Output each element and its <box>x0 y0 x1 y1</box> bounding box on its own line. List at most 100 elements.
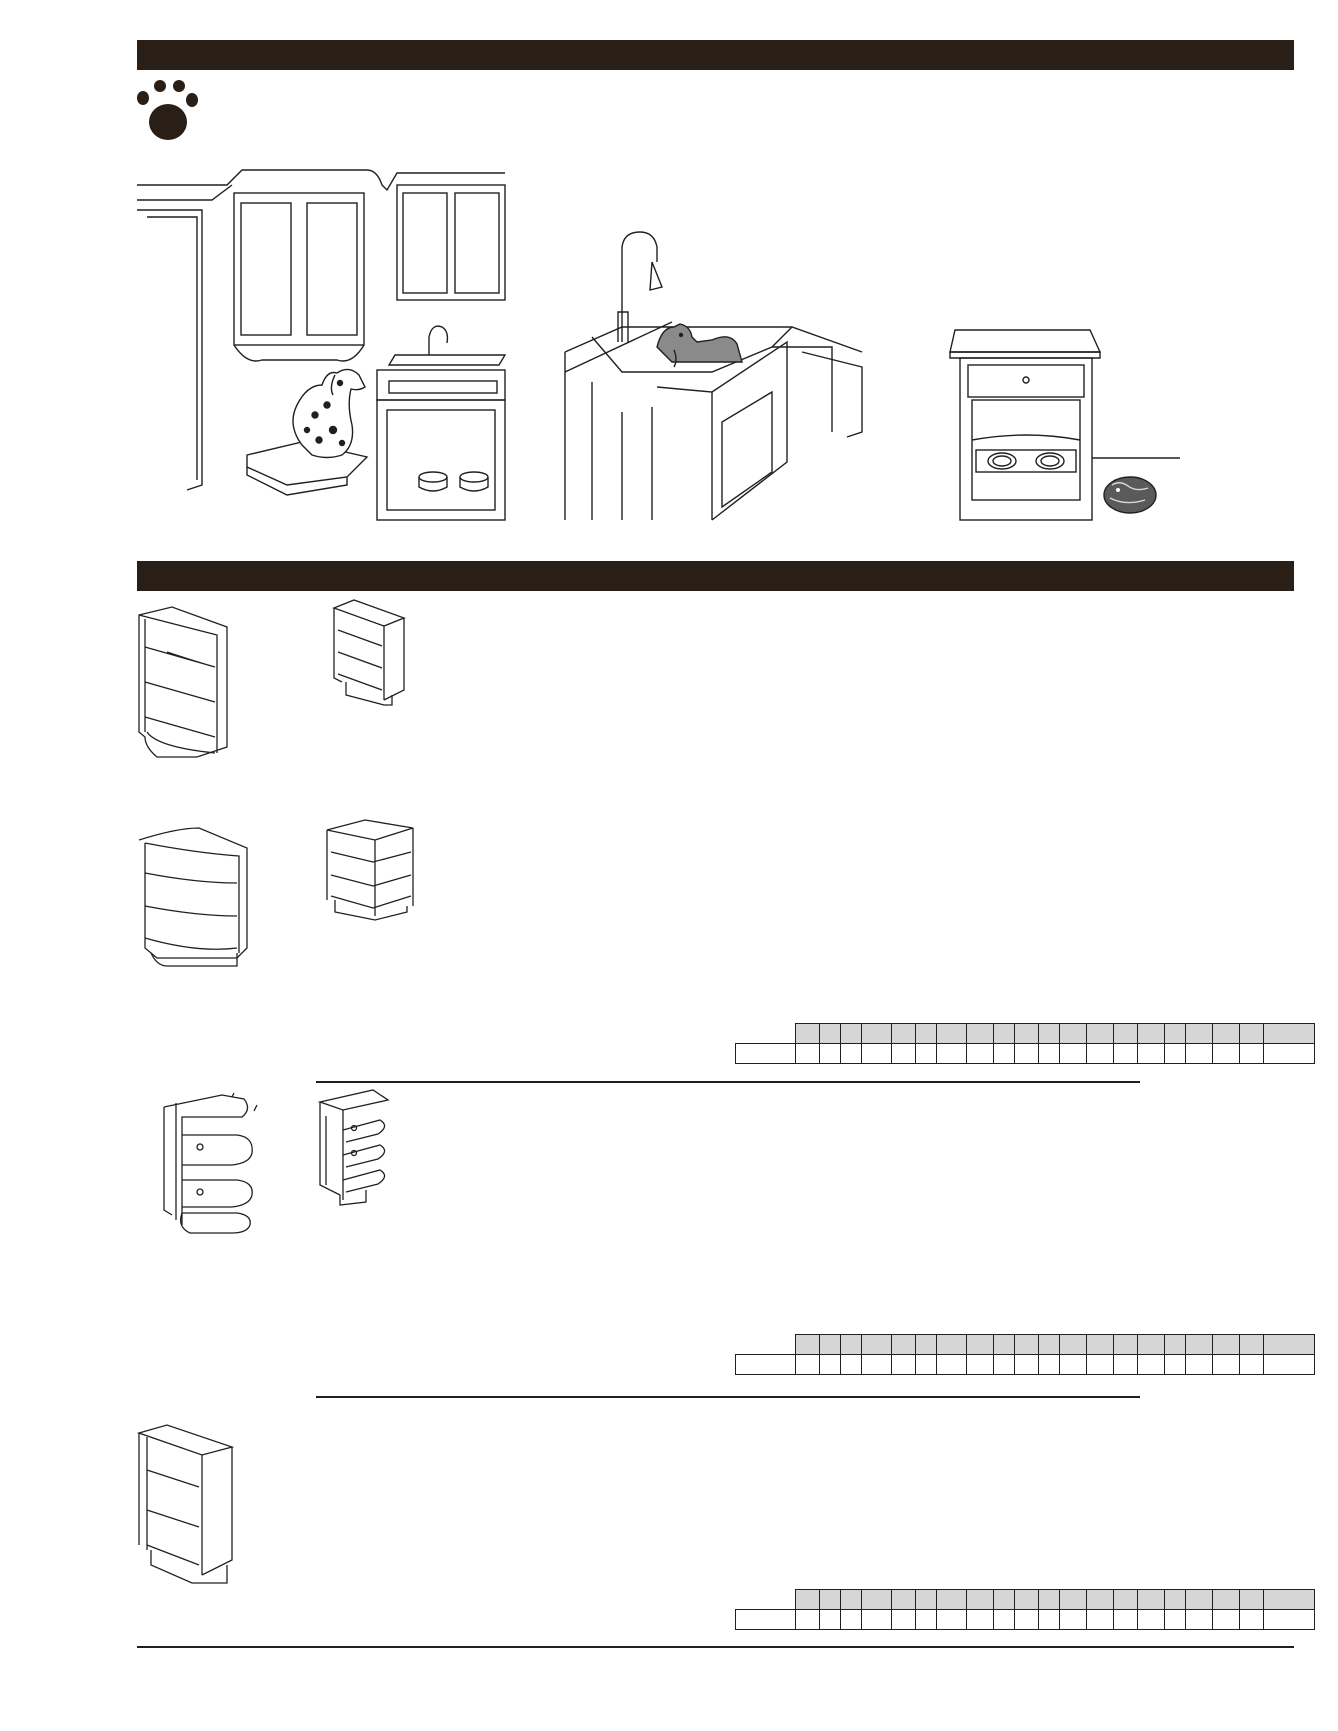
table-value-cell <box>891 1609 916 1630</box>
paw-icon <box>137 80 198 140</box>
table-header-cell <box>1263 1023 1315 1044</box>
corner-shelf-cabinet-1 <box>138 827 248 967</box>
table-header-cell <box>1185 1023 1213 1044</box>
table-header-cell <box>795 1589 820 1610</box>
table-header-cell <box>966 1023 994 1044</box>
open-shelf-base-cabinet <box>136 1424 235 1584</box>
table-header-cell <box>915 1334 937 1355</box>
table-value-cell <box>1263 1609 1315 1630</box>
end-shelf-cabinet-1 <box>138 606 228 758</box>
table-header-cell <box>1137 1023 1165 1044</box>
sink-dog-wash-illustration <box>564 231 863 521</box>
table-value-cell <box>840 1354 862 1375</box>
table-value-cell <box>1038 1354 1060 1375</box>
table-header-cell <box>1059 1023 1087 1044</box>
table-value-cell <box>795 1354 820 1375</box>
table-value-cell <box>966 1609 994 1630</box>
table-header-cell <box>819 1023 841 1044</box>
table-header-cell <box>936 1023 967 1044</box>
table-header-cell <box>1038 1589 1060 1610</box>
table-header-cell <box>891 1023 916 1044</box>
table-header-cell <box>840 1589 862 1610</box>
middle-section-banner <box>137 561 1294 591</box>
table-header-cell <box>1086 1023 1114 1044</box>
table-value-cell <box>819 1354 841 1375</box>
table-value-cell <box>1164 1609 1186 1630</box>
table-header-cell <box>993 1334 1015 1355</box>
table-value-cell <box>1164 1043 1186 1064</box>
table-header-cell <box>1263 1589 1315 1610</box>
table-value-cell <box>915 1043 937 1064</box>
table-header-cell <box>1185 1589 1213 1610</box>
table-header-cell <box>966 1589 994 1610</box>
table-value-cell <box>1137 1043 1165 1064</box>
table-header-cell <box>1086 1589 1114 1610</box>
table-header-cell <box>936 1589 967 1610</box>
table-value-cell <box>993 1043 1015 1064</box>
table-value-cell <box>1059 1354 1087 1375</box>
table-header-cell <box>1212 1334 1240 1355</box>
section-divider-2 <box>316 1396 1140 1398</box>
table-header-cell <box>993 1589 1015 1610</box>
table-header-cell <box>1113 1589 1138 1610</box>
spec-table-2 <box>735 1334 1315 1375</box>
table-value-cell <box>795 1043 820 1064</box>
table-header-cell <box>915 1589 937 1610</box>
table-value-cell <box>1086 1043 1114 1064</box>
table-header-cell <box>1239 1589 1264 1610</box>
table-value-cell <box>1263 1354 1315 1375</box>
spec-table-1 <box>735 1023 1315 1064</box>
table-value-cell <box>1137 1354 1165 1375</box>
table-value-cell <box>1059 1043 1087 1064</box>
table-value-cell <box>735 1609 796 1630</box>
table-corner <box>736 1024 796 1044</box>
table-value-cell <box>861 1354 892 1375</box>
end-shelf-cabinet-2 <box>332 599 406 706</box>
table-value-cell <box>1263 1043 1315 1064</box>
table-header-cell <box>1137 1334 1165 1355</box>
table-header-cell <box>1185 1334 1213 1355</box>
table-value-cell <box>966 1043 994 1064</box>
table-header-cell <box>1113 1023 1138 1044</box>
table-value-cell <box>861 1043 892 1064</box>
table-value-cell <box>1059 1609 1087 1630</box>
table-value-cell <box>1185 1609 1213 1630</box>
table-header-cell <box>1038 1334 1060 1355</box>
table-header-cell <box>840 1023 862 1044</box>
table-value-cell <box>1212 1354 1240 1375</box>
table-value-cell <box>1185 1043 1213 1064</box>
table-value-cell <box>1113 1354 1138 1375</box>
table-header-cell <box>840 1334 862 1355</box>
table-value-cell <box>993 1354 1015 1375</box>
table-header-cell <box>1239 1334 1264 1355</box>
table-value-cell <box>1113 1609 1138 1630</box>
table-header-cell <box>993 1023 1015 1044</box>
table-header-cell <box>1014 1023 1039 1044</box>
table-header-cell <box>936 1334 967 1355</box>
round-end-shelf-cabinet-2 <box>317 1089 390 1206</box>
round-end-shelf-cabinet-1 <box>163 1092 258 1234</box>
table-value-cell <box>840 1609 862 1630</box>
table-value-cell <box>1239 1043 1264 1064</box>
table-value-cell <box>993 1609 1015 1630</box>
kitchen-dog-bed-illustration <box>137 169 507 521</box>
table-value-cell <box>915 1354 937 1375</box>
table-value-cell <box>1137 1609 1165 1630</box>
table-header-cell <box>861 1023 892 1044</box>
page-footer-rule <box>137 1646 1294 1648</box>
table-header-cell <box>1113 1334 1138 1355</box>
table-header-cell <box>1212 1589 1240 1610</box>
table-header-cell <box>1014 1334 1039 1355</box>
table-value-cell <box>1164 1354 1186 1375</box>
table-value-cell <box>1086 1354 1114 1375</box>
table-value-cell <box>915 1609 937 1630</box>
table-value-cell <box>1239 1609 1264 1630</box>
table-value-cell <box>936 1043 967 1064</box>
top-section-banner <box>137 40 1294 70</box>
dog-icon <box>292 368 366 459</box>
table-header-cell <box>1239 1023 1264 1044</box>
table-value-cell <box>891 1354 916 1375</box>
table-value-cell <box>1212 1043 1240 1064</box>
table-value-cell <box>1014 1043 1039 1064</box>
table-header-cell <box>1038 1023 1060 1044</box>
